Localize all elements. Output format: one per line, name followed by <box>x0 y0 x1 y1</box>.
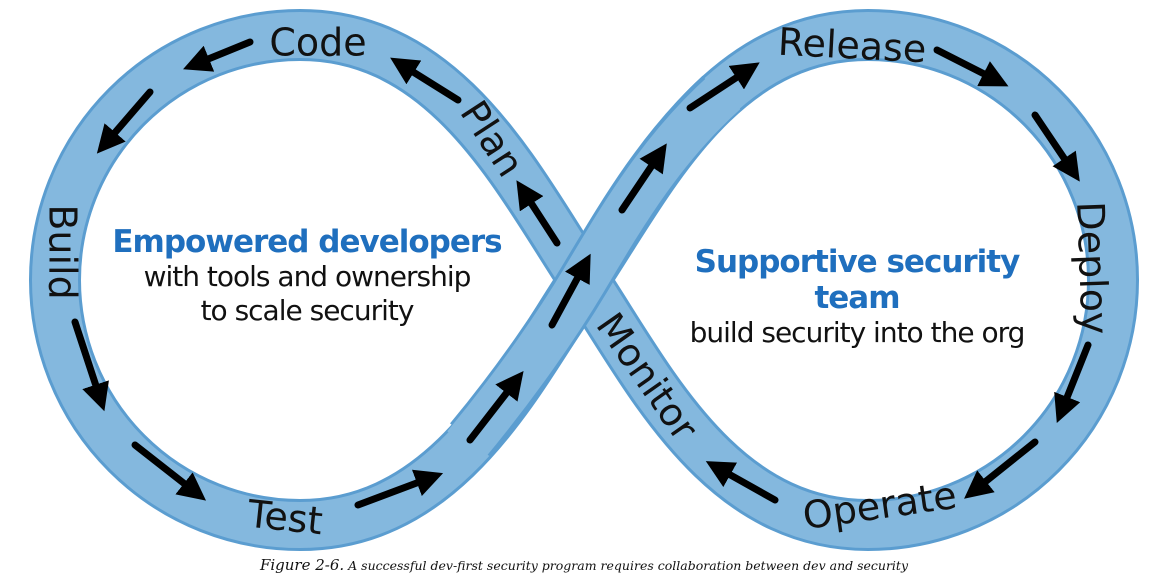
stage-deploy: Deploy <box>1068 201 1117 336</box>
left-line-2: to scale security <box>200 294 415 327</box>
figure-caption-text: A successful dev-first security program … <box>348 558 909 573</box>
stage-release: Release <box>777 20 928 72</box>
arrow-icon <box>466 370 524 444</box>
arrow-icon <box>686 62 760 112</box>
arrow-icon <box>96 88 154 154</box>
arrow-icon <box>964 438 1039 499</box>
right-line-1: build security into the org <box>689 316 1026 349</box>
figure-label: Figure 2-6. <box>259 556 345 574</box>
right-heading: Supportive security team <box>694 244 1021 316</box>
arrow-icon <box>1031 111 1080 182</box>
left-heading: Empowered developers <box>112 224 502 260</box>
stage-test: Test <box>245 492 325 544</box>
figure-caption: Figure 2-6. A successful dev-first secur… <box>0 556 1168 574</box>
arrow-icon <box>131 441 207 501</box>
arrow-icon <box>71 318 109 412</box>
arrow-icon <box>618 143 667 214</box>
stage-code: Code <box>269 21 366 65</box>
arrow-icon <box>705 461 779 504</box>
arrow-icon <box>933 46 1009 87</box>
left-line-1: with tools and ownership <box>143 260 472 293</box>
arrow-icon <box>548 253 591 329</box>
arrow-icon <box>516 180 561 247</box>
arrow-icon <box>390 57 462 104</box>
arrow-icon <box>1054 341 1092 423</box>
flow-arrows <box>71 38 1092 509</box>
right-center-text: Supportive security team build security … <box>652 244 1062 350</box>
arrow-icon <box>354 469 444 509</box>
stage-build: Build <box>41 204 85 299</box>
left-center-text: Empowered developers with tools and owne… <box>107 224 507 328</box>
arrow-icon <box>183 38 254 72</box>
